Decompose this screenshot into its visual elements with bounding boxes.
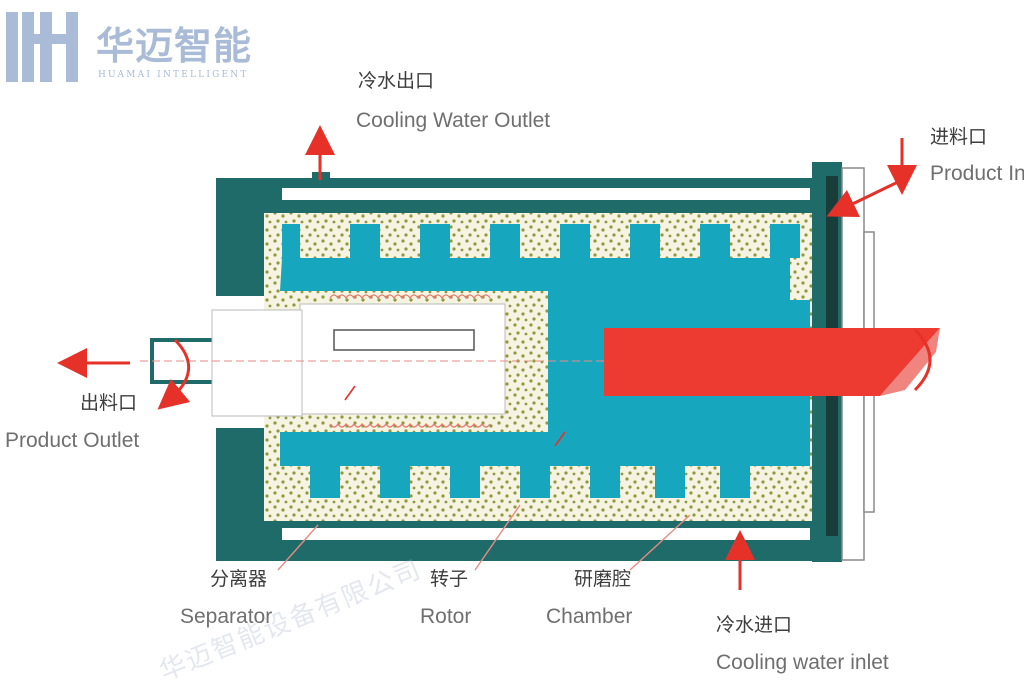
label-product-outlet-cn: 出料口 <box>80 392 138 414</box>
label-chamber-en: Chamber <box>546 605 633 628</box>
label-cooling-outlet-en: Cooling Water Outlet <box>356 109 551 132</box>
label-product-inlet-en: Product In <box>930 162 1024 185</box>
drive-shaft <box>604 328 940 396</box>
separator-body <box>299 294 506 428</box>
label-product-inlet-cn: 进料口 <box>930 126 988 148</box>
label-chamber-cn: 研磨腔 <box>574 568 632 590</box>
label-rotor-cn: 转子 <box>430 568 469 590</box>
label-cooling-outlet-cn: 冷水出口 <box>358 70 435 92</box>
label-cooling-inlet-cn: 冷水进口 <box>716 614 793 636</box>
company-logo <box>6 12 78 82</box>
flow-arrows <box>57 125 932 590</box>
brand-name-cn: 华迈智能 <box>96 24 253 68</box>
label-rotor-en: Rotor <box>420 605 472 628</box>
label-cooling-inlet-en: Cooling water inlet <box>716 651 889 674</box>
label-separator-en: Separator <box>180 605 273 628</box>
label-product-outlet-en: Product Outlet <box>5 429 140 452</box>
rotor-body <box>280 224 810 498</box>
brand-name-en: HUAMAI INTELLIGENT <box>98 70 249 80</box>
label-separator-cn: 分离器 <box>210 568 268 590</box>
